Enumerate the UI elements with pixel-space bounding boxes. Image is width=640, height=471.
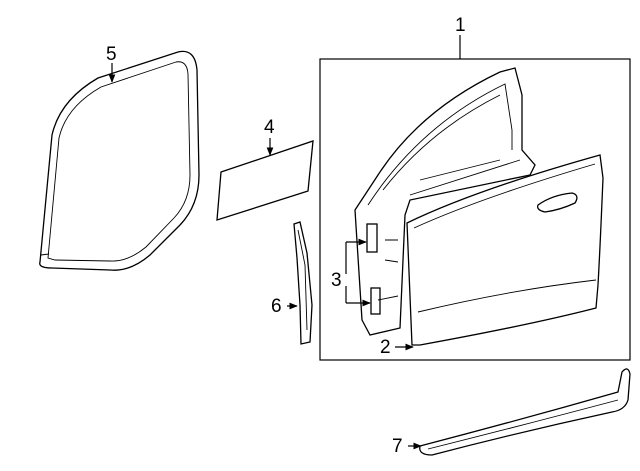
outer-door-skin [406, 154, 604, 346]
callout-3: 3 [331, 270, 342, 291]
callout-5: 5 [106, 44, 117, 65]
door-weatherstrip [39, 50, 200, 271]
rocker-molding [419, 368, 631, 456]
callout-4: 4 [264, 117, 275, 138]
door-panel-insulator [216, 140, 314, 221]
door-assembly-box [319, 58, 631, 361]
frame-molding [293, 221, 313, 345]
callout-1: 1 [455, 15, 466, 36]
callout-6: 6 [271, 296, 282, 317]
callout-7: 7 [392, 436, 403, 457]
callout-2: 2 [380, 337, 391, 358]
door-shell [354, 67, 536, 336]
